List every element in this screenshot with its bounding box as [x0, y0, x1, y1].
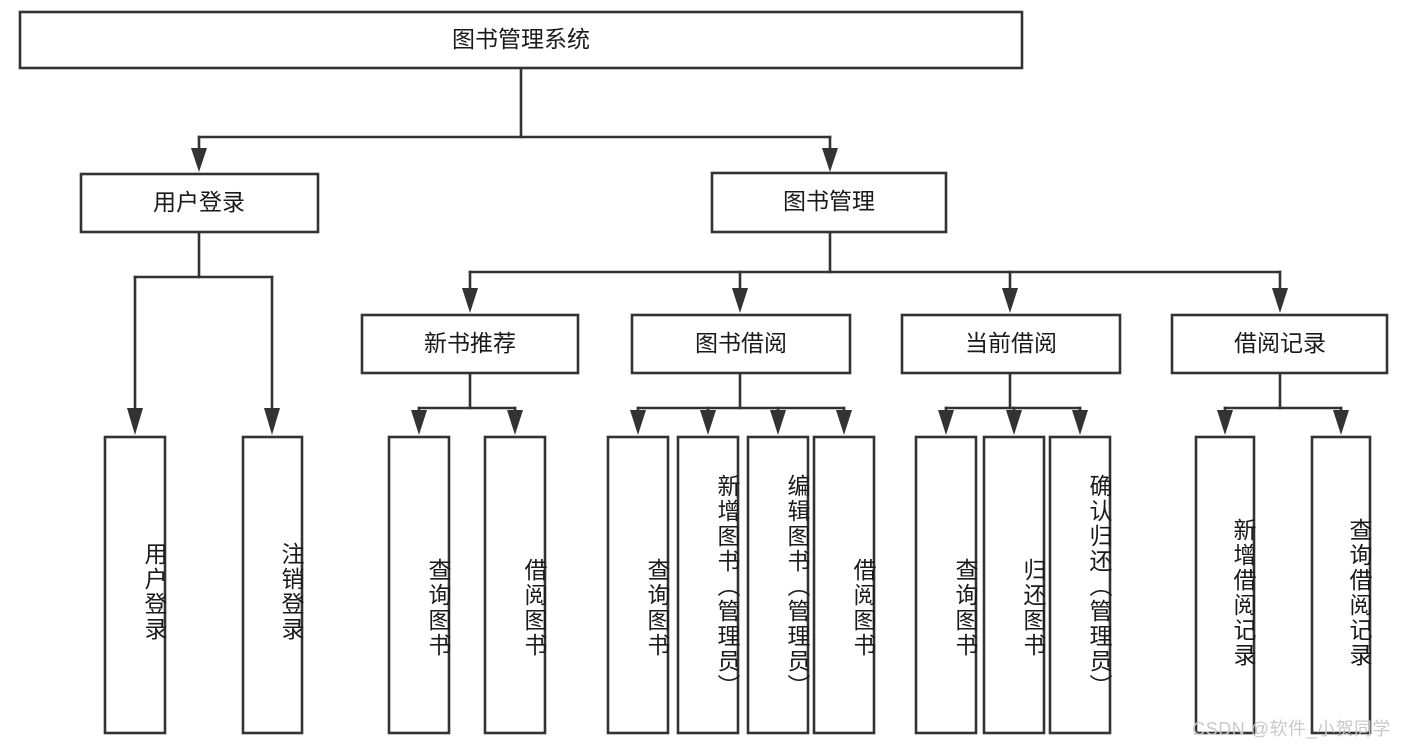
node-box-leaf-user-logout[interactable] [241, 435, 304, 735]
arrow-head-leaf-confirm-return [1072, 410, 1088, 435]
node-box-leaf-borrow-book-1[interactable] [483, 435, 547, 735]
node-box-leaf-confirm-return[interactable] [1048, 435, 1112, 735]
node-box-leaf-borrow-book-2[interactable] [812, 435, 876, 735]
node-box-leaf-add-borrow-record[interactable] [1194, 435, 1256, 735]
arrow-head-new-book-recommend [462, 288, 478, 313]
arrow-head-leaf-edit-book [770, 410, 786, 435]
node-box-leaf-edit-book[interactable] [746, 435, 810, 735]
arrow-head-user-login [191, 148, 207, 172]
node-box-leaf-query-borrow-record[interactable] [1310, 435, 1372, 735]
node-box-current-borrow[interactable] [900, 313, 1122, 375]
arrow-head-borrow-record [1272, 288, 1288, 313]
node-label-book-borrow: 图书借阅 [695, 330, 787, 356]
node-box-borrow-record[interactable] [1170, 313, 1389, 375]
arrow-head-book-manage [822, 148, 838, 172]
csdn-watermark: CSDN @软件_小贺同学 [1192, 719, 1391, 739]
node-box-book-borrow[interactable] [630, 313, 852, 375]
node-label-borrow-record: 借阅记录 [1234, 330, 1326, 356]
connector-layer [127, 66, 1349, 435]
arrow-head-leaf-query-borrow-record [1333, 410, 1349, 435]
node-box-book-manage[interactable] [710, 171, 948, 234]
node-box-leaf-add-book[interactable] [676, 435, 740, 735]
node-box-leaf-query-book-3[interactable] [914, 435, 978, 735]
node-box-user-login[interactable] [79, 172, 320, 234]
arrow-head-leaf-add-book [700, 410, 716, 435]
node-layer: 图书管理系统 用户登录 图书管理 新书推荐 图书借阅 当前借阅 借阅记录 [18, 10, 1389, 735]
arrow-head-leaf-query-book-3 [938, 410, 954, 435]
node-label-new-book-recommend: 新书推荐 [424, 330, 516, 356]
arrow-head-leaf-user-logout [264, 408, 280, 435]
node-box-leaf-query-book-1[interactable] [387, 435, 451, 735]
arrow-head-leaf-query-book-2 [630, 410, 646, 435]
node-label-root: 图书管理系统 [452, 26, 590, 52]
node-box-root[interactable] [18, 10, 1024, 70]
node-label-book-manage: 图书管理 [783, 188, 875, 214]
arrow-head-leaf-user-login [127, 408, 143, 435]
arrow-head-leaf-borrow-book-1 [507, 410, 523, 435]
arrow-head-current-borrow [1002, 288, 1018, 313]
arrow-head-leaf-borrow-book-2 [836, 410, 852, 435]
node-box-leaf-user-login[interactable] [103, 435, 167, 735]
node-label-user-login: 用户登录 [153, 189, 245, 215]
arrow-head-leaf-return-book [1006, 410, 1022, 435]
node-box-new-book-recommend[interactable] [360, 313, 580, 375]
arrow-head-leaf-query-book-1 [411, 410, 427, 435]
node-label-current-borrow: 当前借阅 [965, 330, 1057, 356]
node-box-leaf-return-book[interactable] [982, 435, 1046, 735]
node-box-leaf-query-book-2[interactable] [606, 435, 670, 735]
arrow-head-leaf-add-borrow-record [1217, 410, 1233, 435]
arrow-head-book-borrow [732, 288, 748, 313]
